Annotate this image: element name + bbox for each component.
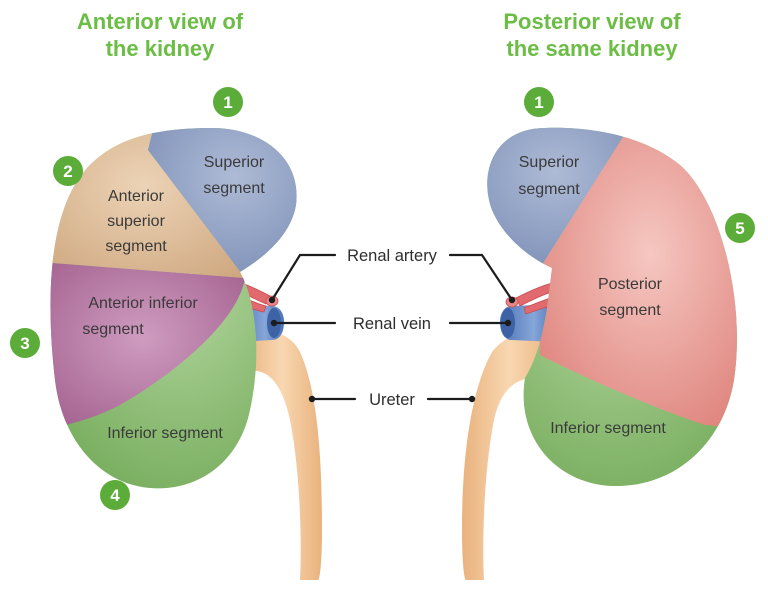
posterior-title-line2: the same kidney [506,36,678,61]
ant-antsup-label-3: segment [105,238,167,255]
dot-vein-left [270,319,278,327]
post-superior-label-2: segment [518,181,580,198]
badge-anterior-2: 2 [53,156,83,186]
dot-artery-right [508,296,516,304]
anterior-title-line1: Anterior view of [77,9,244,34]
leader-artery-right [448,253,514,302]
callout-ureter: Ureter [308,391,476,409]
ant-inferior-label: Inferior segment [107,425,223,442]
post-superior-label-1: Superior [519,154,580,171]
ant-superior-label-1: Superior [204,154,265,171]
svg-text:1: 1 [534,93,543,112]
anterior-anterior-inferior-segment [50,262,245,430]
badge-anterior-4: 4 [100,480,130,510]
dot-artery-left [268,296,276,304]
dot-vein-right [504,319,512,327]
post-posterior-label-1: Posterior [598,276,663,293]
post-inferior-label: Inferior segment [550,420,666,437]
leader-artery-left [270,253,337,302]
badge-anterior-1: 1 [213,87,243,117]
label-renal-vein: Renal vein [353,315,431,333]
posterior-title-line1: Posterior view of [503,9,681,34]
posterior-ureter [462,329,556,580]
label-ureter: Ureter [369,391,415,409]
post-posterior-label-2: segment [599,302,661,319]
svg-text:5: 5 [735,219,744,238]
ant-superior-label-2: segment [203,180,265,197]
anterior-title-line2: the kidney [106,36,216,61]
anterior-superior-segment [148,128,297,278]
posterior-superior-segment [487,127,640,268]
ant-antinf-label-1: Anterior inferior [88,295,198,312]
badge-posterior-1: 1 [524,87,554,117]
ant-antsup-label-2: superior [107,213,165,230]
ant-antinf-label-2: segment [82,321,144,338]
anterior-ureter [242,329,322,580]
svg-text:4: 4 [110,486,120,505]
svg-text:2: 2 [63,162,72,181]
svg-text:1: 1 [223,93,232,112]
svg-text:3: 3 [20,334,29,353]
badge-posterior-5: 5 [725,213,755,243]
dot-ureter-right [468,395,476,403]
ant-antsup-label-1: Anterior [108,188,165,205]
posterior-renal-vein [500,304,556,342]
label-renal-artery: Renal artery [347,247,438,265]
dot-ureter-left [308,395,316,403]
callout-renal-vein: Renal vein [270,315,512,333]
callout-renal-artery: Renal artery [268,247,516,304]
badge-anterior-3: 3 [10,328,40,358]
